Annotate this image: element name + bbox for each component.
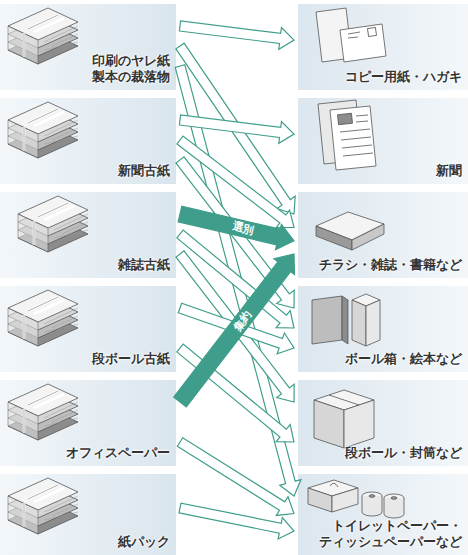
- flow-arrow: [178, 206, 294, 250]
- source-box: 段ボール古紙: [0, 286, 176, 372]
- arrow-label: 集約: [229, 305, 257, 336]
- source-box: 新聞古紙: [0, 98, 176, 184]
- arrow-label: 選別: [227, 219, 257, 239]
- node-label: チラシ・雑誌・書籍など: [319, 257, 462, 273]
- source-bands: [0, 4, 176, 555]
- flow-arrow: [174, 254, 295, 407]
- flow-arrow: [179, 503, 294, 539]
- product-box: 段ボール・封筒など: [298, 380, 468, 466]
- node-label: コピー用紙・ハガキ: [345, 69, 462, 85]
- product-box: コピー用紙・ハガキ: [298, 4, 468, 90]
- source-box: 紙パック: [0, 474, 176, 555]
- node-label: 印刷のヤレ紙 製本の裁落物: [87, 53, 170, 86]
- source-box: オフィスペーパー: [0, 380, 176, 466]
- flow-arrow: [179, 115, 294, 143]
- product-box: トイレットペーパー・ ティッシュペーパーなど: [298, 474, 468, 555]
- source-box: 印刷のヤレ紙 製本の裁落物: [0, 4, 176, 90]
- flow-arrow: [178, 303, 294, 353]
- node-label: 新聞: [436, 163, 462, 179]
- product-box: チラシ・雑誌・書籍など: [298, 192, 468, 278]
- node-label: トイレットペーパー・ ティッシュペーパーなど: [316, 518, 462, 551]
- node-label: 段ボール古紙: [92, 351, 170, 367]
- product-bands: [298, 4, 468, 555]
- node-label: ボール箱・絵本など: [345, 351, 462, 367]
- flow-arrow: [179, 21, 294, 49]
- node-label: 新聞古紙: [118, 163, 170, 179]
- source-box: 雑誌古紙: [0, 192, 176, 278]
- node-label: 雑誌古紙: [118, 257, 170, 273]
- node-label: 紙パック: [118, 534, 170, 550]
- product-box: ボール箱・絵本など: [298, 286, 468, 372]
- node-label: オフィスペーパー: [66, 445, 170, 461]
- node-label: 段ボール・封筒など: [345, 445, 462, 461]
- flow-arrow: [177, 438, 294, 516]
- product-box: 新聞: [298, 98, 468, 184]
